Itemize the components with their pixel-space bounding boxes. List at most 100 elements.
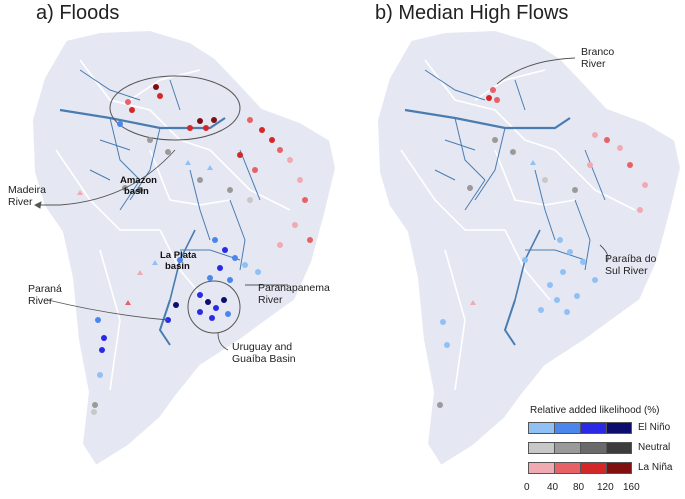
station-marker [554, 297, 560, 303]
legend-tick: 120 [597, 482, 614, 493]
legend-swatch [606, 422, 632, 434]
river-network-a [59, 69, 261, 346]
country-borders-b [400, 59, 636, 391]
station-marker [302, 197, 308, 203]
station-marker [92, 402, 98, 408]
station-marker [99, 347, 105, 353]
station-marker [209, 315, 215, 321]
station-marker [637, 207, 643, 213]
station-marker [222, 247, 228, 253]
station-marker [213, 305, 219, 311]
legend-swatch [554, 422, 580, 434]
station-marker [492, 137, 498, 143]
station-marker [557, 237, 563, 243]
station-marker [205, 299, 211, 305]
annotation-arrows-b [496, 57, 609, 263]
legend-label-la-nina: La Niña [638, 462, 673, 473]
station-marker [221, 297, 227, 303]
station-marker [211, 117, 217, 123]
station-marker [642, 182, 648, 188]
station-marker [592, 132, 598, 138]
legend-row-neutral [528, 442, 632, 455]
station-marker [592, 277, 598, 283]
station-marker [560, 269, 566, 275]
station-marker [580, 259, 586, 265]
station-marker [225, 311, 231, 317]
station-marker [538, 307, 544, 313]
station-marker [490, 87, 496, 93]
station-marker [173, 302, 179, 308]
station-triangle [530, 160, 536, 165]
annotation-arrows-a [34, 149, 288, 351]
legend-tick: 80 [573, 482, 585, 493]
legend-swatch [580, 462, 606, 474]
station-marker [572, 187, 578, 193]
station-marker [177, 257, 183, 263]
legend-swatch [528, 462, 554, 474]
station-marker [97, 372, 103, 378]
legend-label-el-nino: El Niño [638, 422, 671, 433]
station-triangle [207, 165, 213, 170]
station-marker [217, 265, 223, 271]
station-marker [617, 145, 623, 151]
station-marker [564, 309, 570, 315]
station-marker [137, 187, 143, 193]
station-marker [227, 277, 233, 283]
legend-swatch [528, 422, 554, 434]
station-marker [153, 84, 159, 90]
legend-swatch [580, 422, 606, 434]
legend-swatch [554, 462, 580, 474]
station-marker [277, 147, 283, 153]
legend-row-la-nina [528, 462, 632, 475]
legend-swatch [554, 442, 580, 454]
legend-title: Relative added likelihood (%) [530, 405, 660, 416]
legend-row-el-nino [528, 422, 632, 435]
continent-shape-a [31, 29, 337, 467]
station-marker [227, 187, 233, 193]
station-marker [547, 282, 553, 288]
station-marker [197, 292, 203, 298]
country-borders-a [55, 59, 291, 391]
station-marker [237, 152, 243, 158]
legend-swatch [606, 462, 632, 474]
stations-b [437, 87, 648, 408]
station-marker [252, 167, 258, 173]
station-marker [117, 121, 123, 127]
station-marker [212, 237, 218, 243]
station-marker [467, 185, 473, 191]
station-marker [197, 309, 203, 315]
station-marker [203, 125, 209, 131]
amazon-highlight-ellipse [109, 75, 241, 141]
river-network-b [404, 69, 606, 346]
station-marker [95, 317, 101, 323]
station-marker [125, 99, 131, 105]
station-marker [444, 342, 450, 348]
station-marker [486, 95, 492, 101]
station-marker [187, 125, 193, 131]
station-marker [91, 409, 97, 415]
station-triangle [137, 270, 143, 275]
station-marker [277, 242, 283, 248]
station-marker [437, 402, 443, 408]
legend-swatch [528, 442, 554, 454]
station-marker [197, 118, 203, 124]
station-marker [574, 293, 580, 299]
station-triangle [152, 260, 158, 265]
station-marker [269, 137, 275, 143]
station-marker [247, 197, 253, 203]
station-marker [197, 177, 203, 183]
station-triangle [125, 300, 131, 305]
station-marker [259, 127, 265, 133]
station-marker [101, 335, 107, 341]
station-marker [510, 149, 516, 155]
station-marker [627, 162, 633, 168]
uruguay-highlight-ellipse [187, 280, 241, 334]
station-marker [494, 97, 500, 103]
